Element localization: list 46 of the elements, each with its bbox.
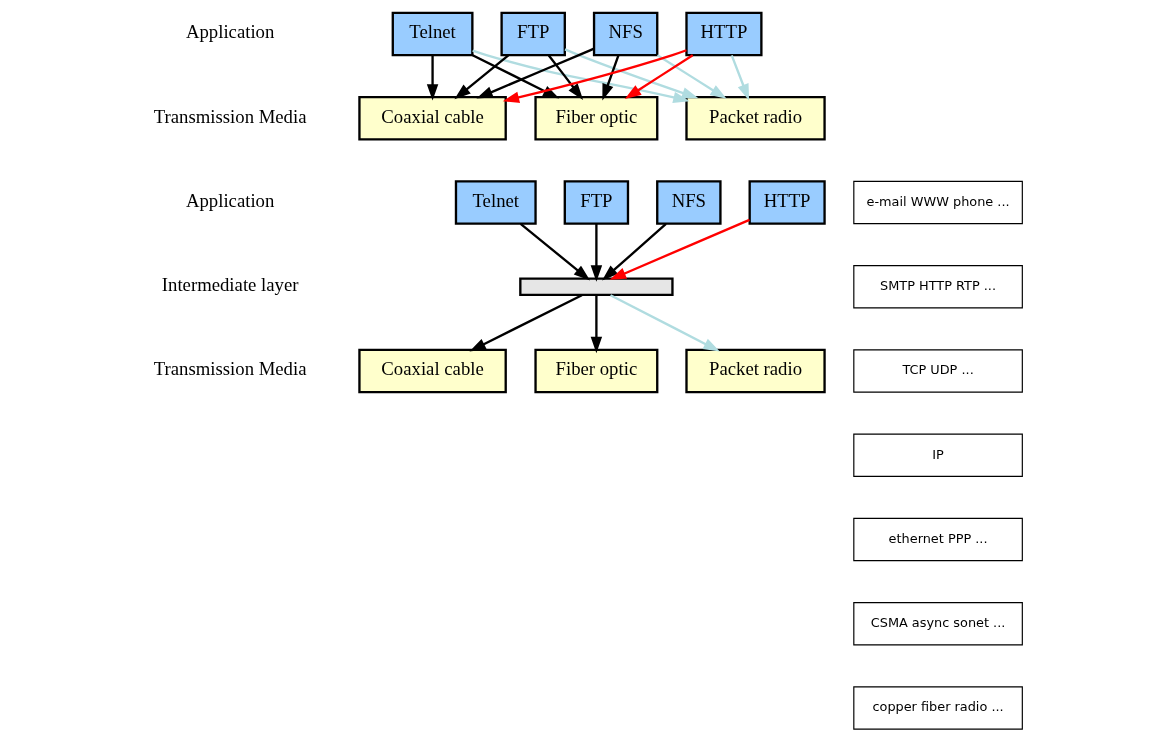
label: Application [185,21,275,43]
arrow [609,218,750,280]
arrow [610,294,720,352]
arrow [472,49,690,104]
arrow [426,55,439,101]
arrow [469,294,583,352]
arrow [656,54,727,99]
node-bar [519,277,674,297]
arrow [602,55,620,101]
node-box: Fiber optic [534,96,659,141]
node-box: IP [853,433,1023,477]
node-box: FTP [500,11,566,57]
label: Intermediate layer [161,274,299,296]
arrow [519,223,591,281]
node-box: Packet radio [685,96,826,141]
node-box: Packet radio [685,348,826,394]
node-box: Telnet [391,11,474,57]
arrow [547,54,584,100]
node-box: Coaxial cable [358,348,507,394]
label: Transmission Media [153,105,307,127]
node-box: Telnet [454,180,537,225]
label: Transmission Media [153,358,307,380]
arrow [472,54,560,99]
arrow [590,295,603,354]
node-box: NFS [656,180,722,225]
node-box: ethernet PPP ... [853,517,1023,562]
node-box: Coaxial cable [358,96,507,141]
arrow [602,223,667,281]
node-box: HTTP [748,180,826,225]
arrow [730,55,750,101]
node-box: SMTP HTTP RTP ... [853,265,1023,309]
node-box: CSMA async sonet ... [853,602,1023,646]
node-box: TCP UDP ... [853,349,1023,393]
node-box: Fiber optic [534,348,659,394]
label: Application [185,189,275,211]
arrow [590,223,603,282]
node-box: NFS [592,11,659,57]
arrow [476,47,595,99]
arrow [502,49,687,103]
node-box: FTP [563,180,630,225]
arrow [454,54,510,100]
node-box: HTTP [685,11,763,57]
arrow [564,48,699,99]
node-box: copper fiber radio ... [853,686,1023,730]
arrow [624,54,694,99]
node-box: e-mail WWW phone ... [853,180,1023,225]
